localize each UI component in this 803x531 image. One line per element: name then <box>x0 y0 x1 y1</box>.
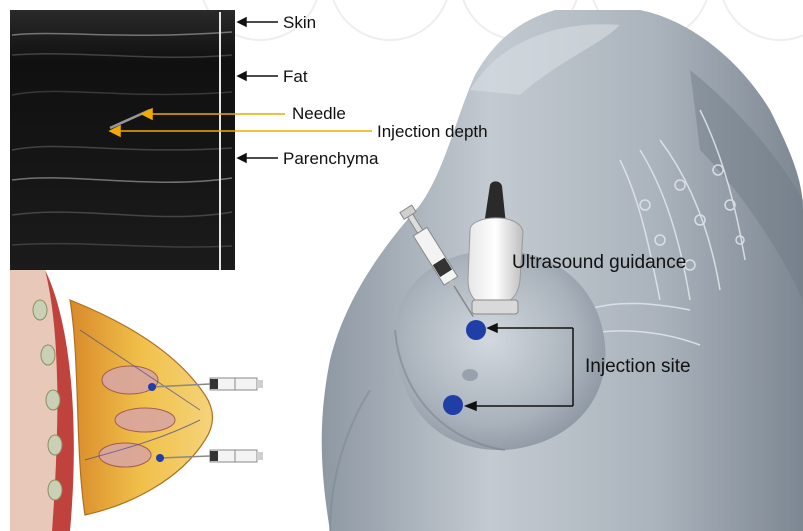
needle-label: Needle <box>292 105 346 122</box>
injection-site-label: Injection site <box>585 357 691 376</box>
syringe-icon <box>235 450 263 462</box>
breast-anatomy-inset <box>10 270 235 531</box>
syringe-icon <box>235 378 263 390</box>
parenchyma-arrow <box>238 154 278 162</box>
fat-arrow <box>238 72 278 80</box>
injection-site-marker-upper <box>466 320 486 340</box>
skin-arrow <box>238 18 278 26</box>
skin-label: Skin <box>283 14 316 31</box>
parenchyma-label: Parenchyma <box>283 150 378 167</box>
ultrasound-guidance-label: Ultrasound guidance <box>512 253 686 272</box>
fat-label: Fat <box>283 68 308 85</box>
ultrasound-image <box>10 10 235 270</box>
injection-site-marker-lower <box>443 395 463 415</box>
injection-depth-label: Injection depth <box>377 123 488 140</box>
